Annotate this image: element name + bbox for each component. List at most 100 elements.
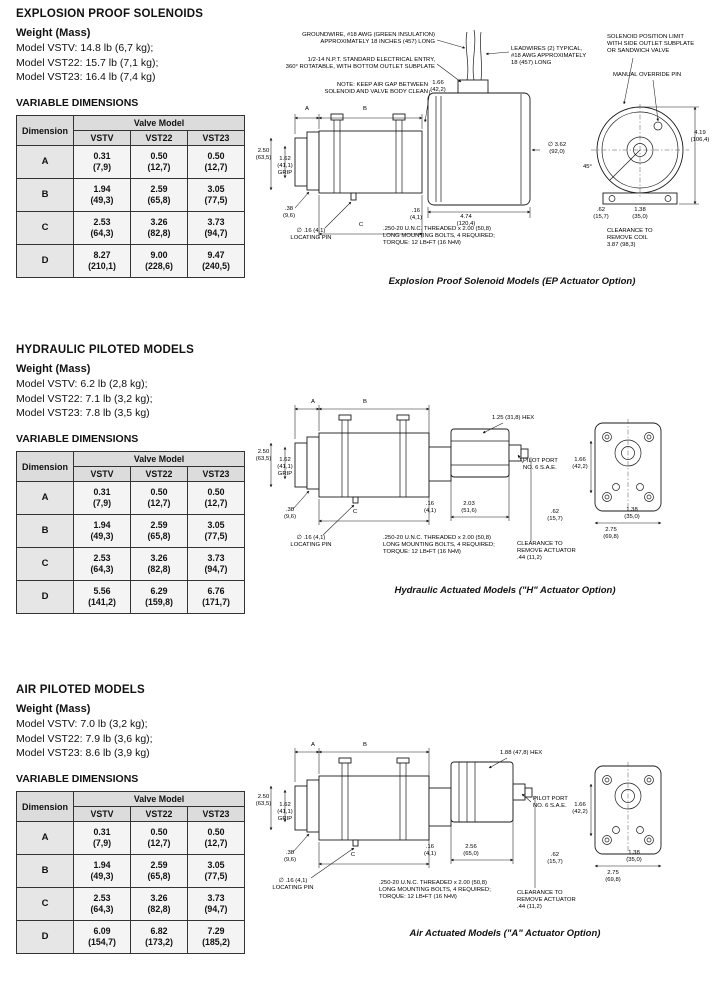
dim-0-38: .38 (9,6)	[282, 206, 296, 219]
value-cell: 3.73 (94,7)	[187, 887, 245, 921]
value-cell: 3.73 (94,7)	[187, 211, 245, 245]
dim-cell: C	[16, 887, 74, 921]
dim-1-38: 1.38 (35,0)	[624, 507, 640, 520]
valve-model-header: Valve Model	[73, 791, 245, 807]
dimension-header: Dimension	[16, 791, 74, 822]
air-piloted-drawing	[269, 748, 662, 888]
locating-pin-callout: ∅ .16 (4,1) LOCATING PIN	[290, 228, 332, 241]
dim-cell: D	[16, 244, 74, 278]
dim-grip: 1.62 (41,1) GRIP	[277, 802, 293, 822]
variable-dimensions-heading: VARIABLE DIMENSIONS	[16, 97, 139, 109]
valve-model-header: Valve Model	[73, 451, 245, 467]
dim-cell: D	[16, 580, 74, 614]
weight-heading: Weight (Mass)	[16, 27, 91, 39]
dim-4-19: 4.19 (106,4)	[690, 130, 710, 143]
table-row: B 1.94 (49,3) 2.59 (65,8) 3.05 (77,5)	[16, 854, 245, 888]
dim-0-62: .62 (15,7)	[547, 509, 563, 522]
variable-dimensions-table: Dimension Valve Model VSTV VST22 VST23 A…	[16, 791, 245, 954]
dim-2-56: 2.56 (65,0)	[463, 844, 479, 857]
value-cell: 3.26 (82,8)	[130, 547, 188, 581]
section-explosion-leftcol: EXPLOSION PROOF SOLENOIDS Weight (Mass) …	[16, 8, 254, 278]
table-row: A 0.31 (7,9) 0.50 (12,7) 0.50 (12,7)	[16, 481, 245, 515]
value-cell: 0.50 (12,7)	[187, 821, 245, 855]
clearance-callout: CLEARANCE TO REMOVE ACTUATOR .44 (11,2)	[517, 890, 576, 910]
col-header: VSTV	[73, 806, 131, 822]
value-cell: 6.09 (154,7)	[73, 920, 131, 954]
front-view	[591, 104, 689, 205]
value-cell: 6.29 (159,8)	[130, 580, 188, 614]
dim-b: B	[363, 106, 367, 112]
dim-grip: 1.62 (41,1) GRIP	[277, 457, 293, 477]
dim-0-16: .16 (4,1)	[423, 501, 437, 514]
value-cell: 0.50 (12,7)	[187, 145, 245, 179]
diagram-caption: Explosion Proof Solenoid Models (EP Actu…	[388, 276, 636, 287]
value-cell: 2.53 (64,3)	[73, 547, 131, 581]
hydraulic-drawing	[269, 405, 662, 541]
hydraulic-diagram: 1.25 (31,8) HEX PILOT PORT NO. 6 S.A.E. …	[255, 395, 715, 603]
value-cell: 1.94 (49,3)	[73, 854, 131, 888]
mounting-bolts-callout: .250-20 U.N.C. THREADED x 2.00 (50,8) LO…	[383, 226, 495, 246]
dim-2-50: 2.50 (63,5)	[255, 449, 272, 462]
dim-2-75: 2.75 (69,8)	[603, 527, 619, 540]
weight-heading: Weight (Mass)	[16, 363, 91, 375]
dim-0-38: .38 (9,6)	[283, 850, 297, 863]
side-view	[294, 757, 533, 847]
locating-pin-callout: ∅ .16 (4,1) LOCATING PIN	[290, 535, 332, 548]
table-row: A 0.31 (7,9) 0.50 (12,7) 0.50 (12,7)	[16, 145, 245, 179]
dim-a: A	[311, 399, 315, 405]
dia-3-62: ∅ 3.62 (92,0)	[547, 142, 567, 155]
variable-dimensions-heading: VARIABLE DIMENSIONS	[16, 773, 139, 785]
dim-1-66: 1.66 (42,2)	[430, 80, 446, 93]
value-cell: 3.26 (82,8)	[130, 887, 188, 921]
dim-c: C	[350, 852, 356, 858]
hex-callout: 1.88 (47,8) HEX	[500, 750, 543, 756]
col-header: VST23	[187, 130, 245, 146]
section-hydraulic-leftcol: HYDRAULIC PILOTED MODELS Weight (Mass) M…	[16, 344, 254, 614]
weight-line: Model VST23: 8.6 lb (3,9 kg)	[16, 747, 150, 759]
variable-dimensions-heading: VARIABLE DIMENSIONS	[16, 433, 139, 445]
value-cell: 9.47 (240,5)	[187, 244, 245, 278]
table-row: D 6.09 (154,7) 6.82 (173,2) 7.29 (185,2)	[16, 920, 245, 954]
air-piloted-diagram: 1.88 (47,8) HEX PILOT PORT NO. 6 S.A.E. …	[255, 738, 715, 946]
leadwires-callout: LEADWIRES (2) TYPICAL, #18 AWG APPROXIMA…	[511, 46, 587, 66]
dim-1-66: 1.66 (42,2)	[572, 457, 588, 470]
mounting-bolts-callout: .250-20 U.N.C. THREADED x 2.00 (50,8) LO…	[379, 880, 491, 900]
position-limit-callout: SOLENOID POSITION LIMIT WITH SIDE OUTLET…	[607, 34, 695, 54]
col-header: VST22	[130, 130, 188, 146]
end-view	[594, 419, 662, 515]
value-cell: 3.05 (77,5)	[187, 178, 245, 212]
col-header: VST23	[187, 806, 245, 822]
value-cell: 0.50 (12,7)	[130, 481, 188, 515]
weight-line: Model VST23: 7.8 lb (3,5 kg)	[16, 407, 150, 419]
section-air-leftcol: AIR PILOTED MODELS Weight (Mass) Model V…	[16, 684, 254, 954]
dim-a: A	[311, 742, 315, 748]
table-row: C 2.53 (64,3) 3.26 (82,8) 3.73 (94,7)	[16, 887, 245, 921]
table-row: B 1.94 (49,3) 2.59 (65,8) 3.05 (77,5)	[16, 514, 245, 548]
col-header: VST22	[130, 466, 188, 482]
manual-override-callout: MANUAL OVERRIDE PIN	[613, 72, 682, 78]
value-cell: 7.29 (185,2)	[187, 920, 245, 954]
dim-1-38: 1.38 (35,0)	[632, 207, 648, 220]
dim-b: B	[363, 399, 367, 405]
dim-c: C	[352, 509, 358, 515]
electrical-entry-callout: 1/2-14 N.P.T. STANDARD ELECTRICAL ENTRY,…	[285, 57, 435, 70]
value-cell: 8.27 (210,1)	[73, 244, 131, 278]
value-cell: 0.31 (7,9)	[73, 481, 131, 515]
col-header: VSTV	[73, 466, 131, 482]
dim-cell: A	[16, 821, 74, 855]
variable-dimensions-table: Dimension Valve Model VSTV VST22 VST23 A…	[16, 115, 245, 278]
dimension-lines	[269, 405, 662, 541]
dim-0-16: .16 (4,1)	[423, 844, 437, 857]
dim-0-38: .38 (9,6)	[283, 507, 297, 520]
value-cell: 0.50 (12,7)	[187, 481, 245, 515]
weight-heading: Weight (Mass)	[16, 703, 91, 715]
dimension-lines	[269, 748, 662, 888]
variable-dimensions-table: Dimension Valve Model VSTV VST22 VST23 A…	[16, 451, 245, 614]
weight-line: Model VST23: 16.4 lb (7,4 kg)	[16, 71, 156, 83]
dim-1-66: 1.66 (42,2)	[572, 802, 588, 815]
explosion-proof-drawing	[269, 29, 699, 238]
dim-grip: 1.62 (41,1) GRIP	[277, 156, 293, 176]
value-cell: 2.53 (64,3)	[73, 211, 131, 245]
dim-0-62: .62 (15,7)	[547, 852, 563, 865]
value-cell: 2.59 (65,8)	[130, 178, 188, 212]
